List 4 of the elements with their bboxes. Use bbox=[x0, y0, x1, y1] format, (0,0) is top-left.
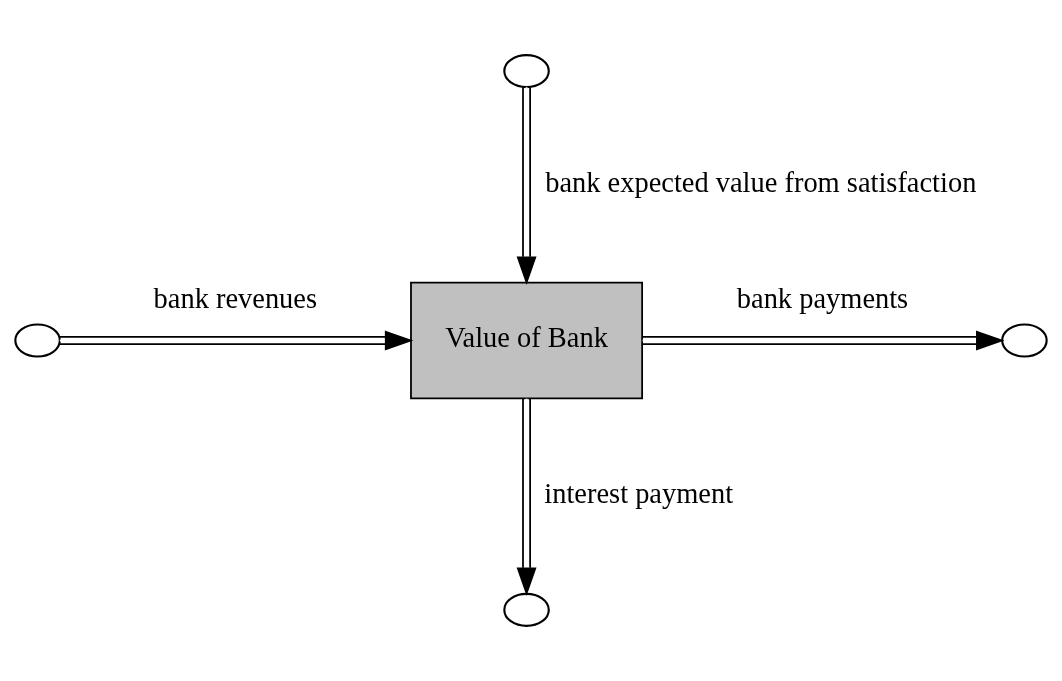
edge-label: bank payments bbox=[736, 283, 909, 315]
edge-label: bank revenues bbox=[153, 283, 318, 315]
edge-label: interest payment bbox=[544, 477, 734, 509]
edge-label: bank expected value from satisfaction bbox=[545, 166, 977, 198]
